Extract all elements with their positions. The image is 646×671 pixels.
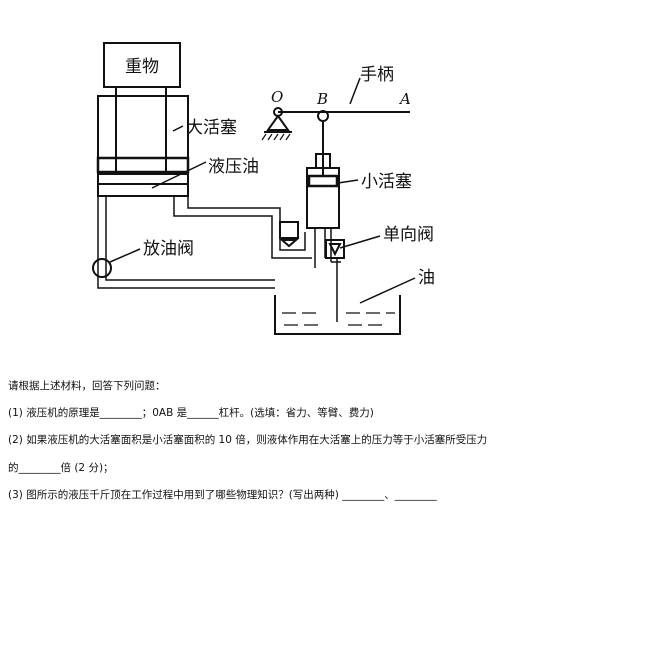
label-handle: 手柄 xyxy=(360,65,394,85)
label-weight: 重物 xyxy=(125,57,159,77)
big-cylinder xyxy=(97,95,189,197)
label-drain-valve: 放油阀 xyxy=(143,239,194,259)
question-2-line-1: (2) 如果液压机的大活塞面积是小活塞面积的 10 倍，则液体作用在大活塞上的压… xyxy=(8,434,488,446)
label-hydraulic-oil: 液压油 xyxy=(208,157,259,177)
hydraulic-jack-diagram: 重物 大活塞 液压油 放油阀 手柄 O B A 小活塞 单向阀 油 xyxy=(92,42,435,335)
oil-pipe xyxy=(97,196,275,289)
label-point-a: A xyxy=(398,90,411,108)
label-point-o: O xyxy=(271,88,283,106)
fixed-support xyxy=(264,114,292,133)
small-piston xyxy=(307,174,339,188)
question-2-line-2: 的________倍 (2 分)； xyxy=(8,462,114,474)
label-big-piston: 大活塞 xyxy=(186,118,237,138)
label-small-piston: 小活塞 xyxy=(361,172,412,192)
weight-box xyxy=(103,42,181,88)
label-oil: 油 xyxy=(418,268,435,288)
drain-valve xyxy=(92,258,112,278)
oil-reservoir xyxy=(274,295,401,335)
big-piston xyxy=(96,156,190,174)
label-check-valve: 单向阀 xyxy=(383,225,434,245)
question-1: (1) 液压机的原理是________；0AB 是______杠杆。(选填：省力… xyxy=(8,407,374,419)
check-valve-right xyxy=(325,239,345,259)
label-point-b: B xyxy=(316,90,328,108)
lever-joint-b xyxy=(317,110,329,122)
question-intro: 请根据上述材料，回答下列问题： xyxy=(8,380,166,392)
question-3: (3) 图所示的液压千斤顶在工作过程中用到了哪些物理知识？(写出两种) ____… xyxy=(8,489,437,501)
check-valve-left xyxy=(279,221,299,248)
